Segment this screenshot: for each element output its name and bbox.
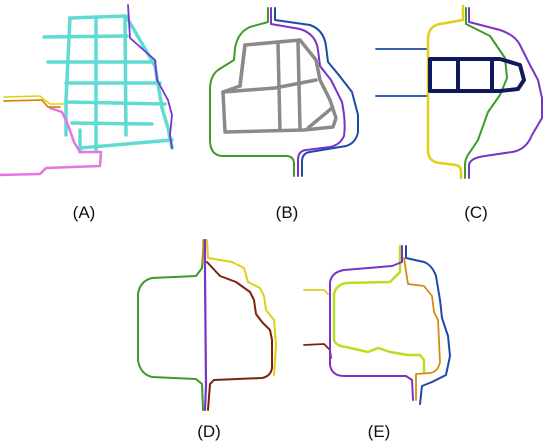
panel-d: [137, 238, 277, 412]
panel-e-lime-line: [332, 244, 426, 374]
panel-b-label: (B): [276, 203, 299, 222]
panel-a: [0, 4, 174, 177]
panel-e-label: (E): [368, 422, 391, 441]
panel-b: [209, 7, 359, 177]
panel-d-label: (D): [197, 422, 221, 441]
panel-c-label: (C): [464, 203, 488, 222]
panel-a-label: (A): [73, 203, 96, 222]
panel-b-gray-grid: [221, 38, 338, 134]
panel-e-yellow-line: [303, 289, 329, 295]
panel-e-purple-line: [329, 245, 414, 401]
panel-a-purple-line: [127, 4, 173, 149]
panel-d-dark-red-line: [206, 261, 273, 411]
panel-e-blue-line: [405, 245, 451, 405]
panel-b-blue-line: [274, 7, 359, 177]
panel-b-purple-line: [270, 7, 346, 177]
panel-e-orange-line: [403, 257, 441, 401]
panel-c: [375, 4, 543, 180]
panel-a-cyan-grid: [42, 14, 174, 154]
panel-a-yellow-line: [3, 95, 65, 105]
panel-c-purple-line: [468, 7, 543, 179]
panel-c-navy-block: [428, 57, 526, 93]
panel-a-pink-line: [0, 106, 103, 177]
panel-d-purple-line: [203, 238, 208, 412]
panel-d-green-line: [137, 239, 205, 411]
panel-a-orange-line: [3, 99, 61, 108]
panel-e-dark-red-line: [303, 343, 332, 359]
panel-b-green-line: [209, 7, 295, 177]
panel-d-yellow-line: [206, 239, 277, 376]
panel-e: [303, 244, 451, 405]
panel-c-yellow-line: [426, 4, 465, 180]
